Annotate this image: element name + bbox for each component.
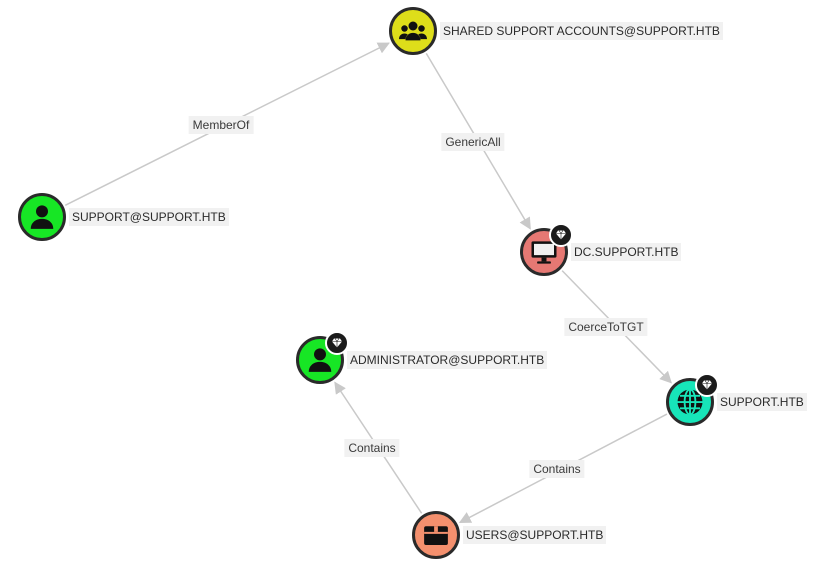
node-domain[interactable] bbox=[666, 373, 719, 426]
edge-label-coercetotgt[interactable]: CoerceToTGT bbox=[564, 318, 648, 336]
edge-label-memberof[interactable]: MemberOf bbox=[188, 116, 254, 134]
globe-icon bbox=[675, 387, 705, 417]
node-label-support-user[interactable]: SUPPORT@SUPPORT.HTB bbox=[69, 208, 229, 226]
node-label-shared[interactable]: SHARED SUPPORT ACCOUNTS@SUPPORT.HTB bbox=[440, 22, 723, 40]
edge-label-contains[interactable]: Contains bbox=[529, 460, 585, 478]
node-dc[interactable] bbox=[520, 223, 573, 276]
node-admin[interactable] bbox=[296, 331, 349, 384]
gem-badge-icon bbox=[695, 373, 719, 397]
node-support-user[interactable] bbox=[18, 193, 66, 241]
computer-icon bbox=[529, 237, 559, 267]
node-users-container[interactable] bbox=[412, 511, 460, 559]
edge-label-genericall[interactable]: GenericAll bbox=[441, 133, 505, 151]
user-icon bbox=[27, 202, 57, 232]
user-icon bbox=[305, 345, 335, 375]
node-label-dc[interactable]: DC.SUPPORT.HTB bbox=[571, 243, 682, 261]
container-box-icon bbox=[421, 520, 451, 550]
edge-label-contains[interactable]: Contains bbox=[344, 439, 400, 457]
node-label-admin[interactable]: ADMINISTRATOR@SUPPORT.HTB bbox=[347, 351, 548, 369]
node-label-domain[interactable]: SUPPORT.HTB bbox=[717, 393, 807, 411]
gem-badge-icon bbox=[549, 223, 573, 247]
gem-badge-icon bbox=[325, 331, 349, 355]
node-shared[interactable] bbox=[389, 7, 437, 55]
users-group-icon bbox=[398, 16, 428, 46]
node-label-users-container[interactable]: USERS@SUPPORT.HTB bbox=[463, 526, 607, 544]
